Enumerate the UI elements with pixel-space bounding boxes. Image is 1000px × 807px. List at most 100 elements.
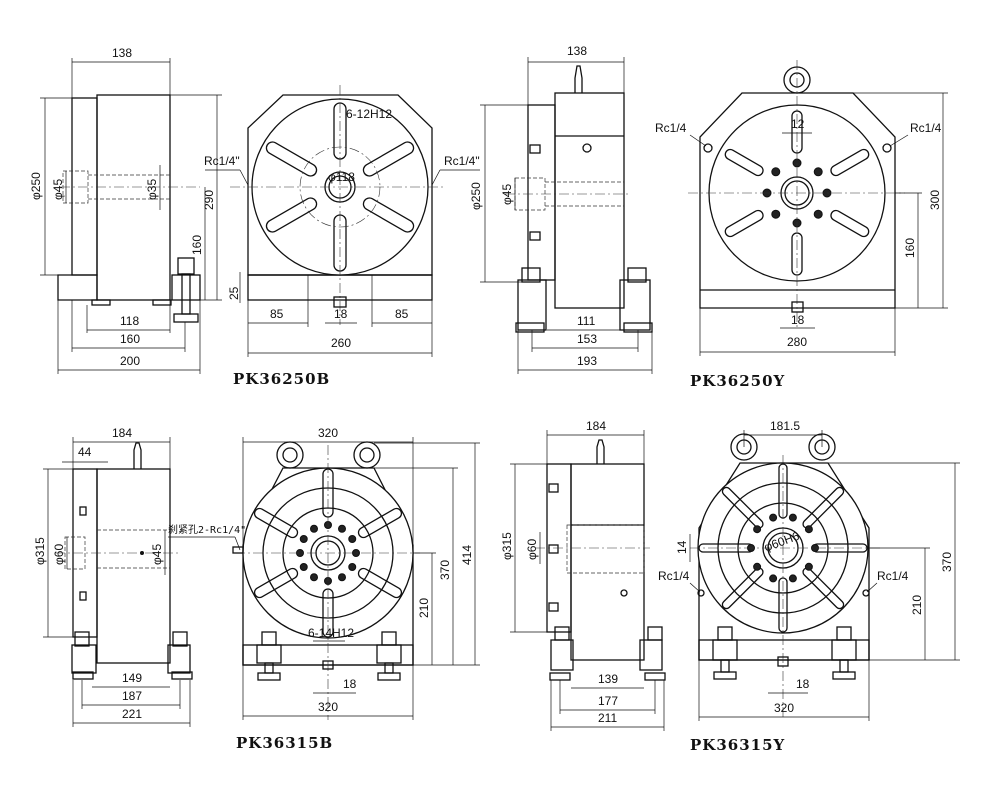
t-slot	[253, 567, 299, 599]
model-label-pk36315b: PK36315B	[236, 734, 333, 752]
dim-bore: φ60	[525, 539, 539, 560]
clamp-bolt-icon	[831, 626, 857, 680]
dim-height-370: 370	[438, 560, 452, 580]
bolt-circle	[747, 513, 819, 583]
pk36315b-side-view: 184 44 φ315 φ60 φ45 刹紧孔2-Rc1/4" 149 187 …	[33, 426, 246, 727]
bolt-hole-icon	[771, 167, 781, 177]
t-slot	[791, 232, 803, 276]
bolt-hole-icon	[753, 562, 762, 571]
dim-height-total: 370	[940, 552, 954, 572]
dim-base-187: 187	[122, 689, 142, 703]
dim-flange: 44	[78, 445, 92, 459]
bolt-hole-icon	[788, 513, 797, 522]
bolt-hole-icon	[338, 524, 346, 533]
pk36250y-side-view: 138 φ250 φ45 111 153 193	[469, 44, 653, 374]
bolt-hole-icon	[310, 573, 318, 582]
bolt-hole-icon	[771, 209, 781, 219]
dim-width-top: 184	[112, 426, 132, 440]
port-fitting-icon	[862, 589, 870, 597]
bolt-hole-icon	[310, 524, 318, 533]
dim-width-top: 320	[318, 426, 338, 440]
lifting-eye-icon	[276, 441, 304, 469]
dim-slots: 6-12H12	[346, 107, 392, 121]
dim-slot-width: 14	[675, 540, 689, 554]
pk36315b-front-view: 320 6-14H12 370 414 210 18 320	[232, 426, 480, 720]
dim-bore: φ60	[52, 544, 66, 565]
t-slot	[362, 141, 415, 177]
dim-key: 18	[334, 307, 348, 321]
dim-base-118: 118	[120, 314, 139, 328]
t-slot	[830, 148, 870, 177]
model-label-pk36315y: PK36315Y	[690, 736, 785, 754]
bolt-hole-icon	[813, 167, 823, 177]
clamp-bolt-icon	[549, 626, 574, 681]
dim-center-height: 210	[417, 598, 431, 618]
dim-slots: 6-14H12	[308, 626, 354, 640]
dim-width-top: 184	[586, 419, 606, 433]
port-fitting-icon	[882, 143, 892, 153]
pk36250y-front-view: Rc1/4 Rc1/4 12 300 160 18 280	[655, 60, 948, 356]
bolt-hole-icon	[769, 513, 778, 522]
t-slot	[830, 209, 870, 238]
model-label-pk36250y: PK36250Y	[690, 372, 785, 390]
clamp-bolt-icon	[167, 631, 193, 680]
dim-key: 18	[343, 677, 357, 691]
t-slot	[253, 507, 299, 539]
model-label-pk36250b: PK36250B	[233, 370, 330, 388]
dim-hub: φ118	[328, 170, 355, 184]
dim-width: 320	[774, 701, 794, 715]
dim-base-111: 111	[577, 314, 596, 328]
bolt-hole-icon	[769, 574, 778, 583]
dim-base-200: 200	[120, 354, 140, 368]
port-label-left: Rc1/4	[655, 121, 687, 135]
clamp-bolt-icon	[619, 267, 653, 333]
bolt-hole-icon	[813, 209, 823, 219]
t-slot	[357, 507, 403, 539]
dim-eye-pitch: 181.5	[770, 419, 800, 433]
dim-width: 280	[787, 335, 807, 349]
pk36315y-front-view: Rc1/4 Rc1/4 φ60H6 14 181.5 370 210 18 32…	[658, 419, 960, 721]
port-label-left: Rc1/4"	[204, 154, 240, 168]
bolt-hole-icon	[299, 563, 308, 571]
clamp-bolt-icon	[639, 626, 666, 681]
t-slot	[802, 567, 845, 610]
pk36250b-front-view: 6-12H12 φ118 Rc1/4" Rc1/4" 25 85 18 85 2…	[204, 85, 480, 357]
port-label-right: Rc1/4	[910, 121, 942, 135]
lifting-eye-icon	[353, 441, 381, 469]
dim-base-211: 211	[598, 711, 617, 725]
port-label-right: Rc1/4"	[444, 154, 480, 168]
bolt-hole-icon	[788, 574, 797, 583]
dim-bore-outer: φ315	[500, 532, 514, 560]
bolt-hole-icon	[299, 535, 308, 543]
bolt-hole-icon	[338, 573, 346, 582]
port-label-left: Rc1/4	[658, 569, 690, 583]
dim-left: 85	[270, 307, 284, 321]
bolt-hole-icon	[753, 525, 762, 534]
t-slot	[721, 567, 764, 610]
dim-base-160: 160	[120, 332, 140, 346]
bolt-hole-icon	[804, 525, 813, 534]
dim-spindle: φ35	[145, 179, 159, 200]
dim-base-193: 193	[577, 354, 597, 368]
dim-height-total: 290	[202, 190, 216, 210]
clamp-bolt-icon	[376, 631, 402, 681]
dim-center-height: 210	[910, 595, 924, 615]
t-slot	[357, 567, 403, 599]
dim-spindle: φ45	[150, 544, 164, 565]
bolt-hole-icon	[348, 535, 357, 543]
dim-key: 18	[796, 677, 810, 691]
dim-center-height: 160	[903, 238, 917, 258]
t-slot	[265, 197, 318, 233]
port-label-right: Rc1/4	[877, 569, 909, 583]
dim-key: 18	[791, 313, 805, 327]
pk36250b-side-view: 138 φ250 φ45 φ35 290 160 118 160 200	[29, 46, 222, 374]
dim-width: 320	[318, 700, 338, 714]
dim-width-top: 138	[112, 46, 132, 60]
port-fitting-icon	[232, 546, 244, 554]
pk36315y-side-view: 184 φ315 φ60 139 177 211	[500, 419, 666, 731]
dim-bore-outer: φ250	[469, 182, 483, 210]
dim-bore: φ45	[500, 184, 514, 205]
dim-bore-outer: φ250	[29, 172, 43, 200]
